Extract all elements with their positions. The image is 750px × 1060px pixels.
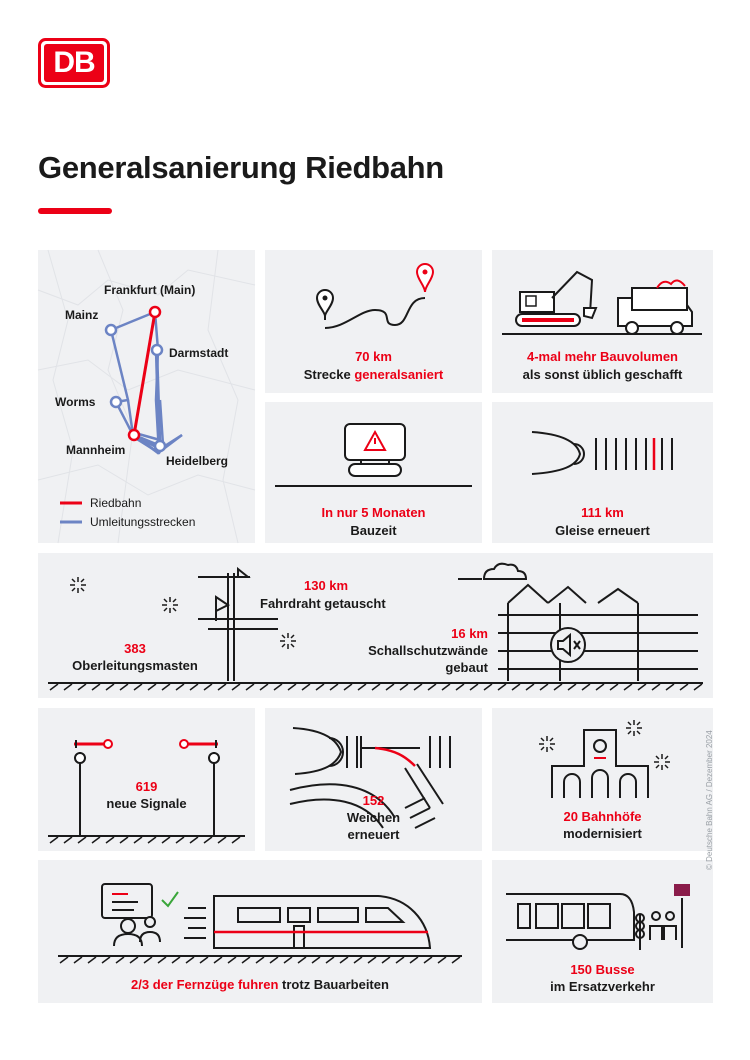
gleise-text: Gleise erneuert — [555, 523, 650, 538]
bauvolumen-card: 4-mal mehr Bauvolumen als sonst üblich g… — [492, 250, 713, 393]
city-heidelberg: Heidelberg — [166, 454, 229, 468]
logo-text: DB — [53, 46, 95, 79]
sparkle-icons — [70, 577, 296, 649]
busse-text: im Ersatzverkehr — [550, 979, 655, 994]
gleise-card: 111 km Gleise erneuert — [492, 402, 713, 543]
weichen-card: 152 Weichen erneuert — [265, 708, 482, 851]
train-tracks-icon — [531, 431, 673, 475]
bauvolumen-line2: als sonst üblich geschafft — [522, 367, 683, 382]
weichen-line1: Weichen — [346, 810, 401, 825]
warning-sign-icon — [275, 423, 472, 487]
masten-text: Oberleitungsmasten — [72, 658, 198, 673]
fahrdraht-value: 130 km — [304, 578, 349, 593]
signale-value: 619 — [135, 779, 158, 794]
city-mainz: Mainz — [65, 308, 99, 322]
switches-icon — [289, 727, 451, 829]
strecke-text-line: Strecke generalsaniert — [303, 367, 444, 382]
ice-train-icon — [58, 883, 462, 964]
route-map — [37, 249, 256, 544]
legend-riedbahn: Riedbahn — [90, 496, 142, 510]
strecke-card: 70 km Strecke generalsaniert — [265, 250, 482, 393]
station-building-icon — [539, 720, 670, 798]
bahnhoefe-card: 20 Bahnhöfe modernisiert — [492, 708, 713, 851]
weichen-value: 152 — [362, 793, 385, 808]
schallschutz-line1: Schallschutzwände — [368, 643, 488, 658]
signale-card: 619 neue Signale — [38, 708, 255, 851]
db-logo-mark — [38, 38, 110, 88]
map-card: Frankfurt (Main) Mainz Darmstadt Worms M… — [37, 249, 256, 544]
overhead-line-noise-wall-icon — [48, 562, 703, 691]
masten-value: 383 — [124, 641, 146, 656]
db-logo: DB — [38, 38, 110, 88]
route-path-icon — [315, 263, 435, 329]
bus-replacement-icon — [506, 884, 690, 950]
busse-card: 150 Busse im Ersatzverkehr — [492, 860, 713, 1003]
city-mannheim: Mannheim — [66, 443, 126, 457]
oberleitung-card: 383 Oberleitungsmasten 130 km Fahrdraht … — [38, 553, 713, 698]
bauzeit-line1: In nur 5 Monaten — [321, 505, 426, 520]
fernzuege-card: 2/3 der Fernzüge fuhren trotz Bauarbeite… — [38, 860, 482, 1003]
busse-value: 150 Busse — [570, 962, 635, 977]
signals-icon — [48, 739, 245, 844]
city-worms: Worms — [55, 395, 96, 409]
weichen-line2: erneuert — [347, 827, 400, 842]
bahnhoefe-value: 20 Bahnhöfe — [563, 809, 642, 824]
gleise-value: 111 km — [581, 505, 624, 520]
bauvolumen-line1: 4-mal mehr Bauvolumen — [527, 349, 678, 364]
bahnhoefe-text: modernisiert — [563, 826, 642, 841]
strecke-value: 70 km — [355, 349, 392, 364]
fahrdraht-text: Fahrdraht getauscht — [260, 596, 386, 611]
schallschutz-line2: gebaut — [445, 660, 488, 675]
signale-text: neue Signale — [106, 796, 187, 811]
legend-umleitung: Umleitungsstrecken — [90, 515, 196, 529]
city-frankfurt: Frankfurt (Main) — [104, 283, 196, 297]
title-underline — [38, 208, 112, 214]
bauzeit-card: In nur 5 Monaten Bauzeit — [265, 402, 482, 543]
copyright-text: © Deutsche Bahn AG / Dezember 2024 — [705, 730, 714, 870]
page-title: Generalsanierung Riedbahn — [38, 150, 444, 185]
bauzeit-line2: Bauzeit — [350, 523, 397, 538]
fernzuege-text-line: 2/3 der Fernzüge fuhren trotz Bauarbeite… — [131, 977, 389, 992]
city-darmstadt: Darmstadt — [169, 346, 229, 360]
schallschutz-value: 16 km — [451, 626, 488, 641]
excavator-truck-icon — [502, 270, 702, 335]
